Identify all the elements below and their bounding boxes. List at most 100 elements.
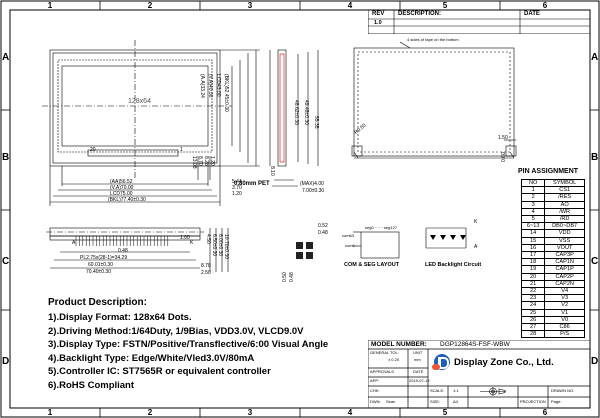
pin-symbol: C86 (544, 323, 585, 332)
com-seg-caption: COM & SEG LAYOUT (344, 262, 400, 268)
description-header: DESCRIPTION: (398, 11, 442, 17)
size-label: SIZE: (430, 399, 441, 404)
pin-symbol: CAP1P (544, 265, 585, 274)
dwn-label: DWN: (370, 399, 381, 404)
pin-no: 2 (520, 193, 546, 202)
general-tol-value: ± 0.20 (388, 357, 400, 362)
dim-right-3: 1.20 (232, 191, 242, 197)
dim-side-2: 49.48±0.30 (303, 100, 309, 125)
zone-col-6: 6 (542, 1, 548, 10)
pin-symbol: /RD (544, 215, 585, 224)
pin-symbol: V4 (544, 287, 585, 296)
pin-row: 5/RD (520, 215, 585, 224)
zone-row-b: B (2, 152, 10, 163)
description-line: 5).Controller IC: ST7565R or equivalent … (48, 366, 271, 377)
dim-side-3: 55.35 (313, 116, 319, 129)
pin-no: 28 (520, 330, 546, 339)
description-list: 1).Display Format: 128x64 Dots. 2).Drivi… (48, 311, 328, 392)
pin-no: 23 (520, 294, 546, 303)
model-number-value: DGP12864S-FSF-WBW (440, 341, 510, 348)
led-caption: LED Backlight Circuit (425, 262, 482, 268)
pin-no: 1 (520, 186, 546, 195)
dim-left-small-2: 8.70 (197, 156, 203, 166)
dim-right-2: 3.70 (232, 185, 242, 191)
date-label: DATE (413, 369, 424, 374)
zone-col-5: 5 (442, 1, 448, 10)
zone-col-3: 3 (247, 1, 253, 10)
front-view-drawing (42, 40, 260, 206)
zone-col-4-bottom: 4 (347, 408, 353, 417)
detail-view-drawing (351, 41, 517, 159)
pin-no: 4 (520, 207, 546, 217)
dim-thickness-tol: 7.00±0.30 (302, 188, 325, 194)
dim-aa-width: (AA)56.52 (110, 179, 133, 185)
dim-max-thickness: (MAX)4.00 (300, 181, 324, 187)
pin-symbol: V2 (544, 301, 585, 310)
pin-symbol: V1 (544, 308, 585, 317)
description-line: 3).Display Type: FSTN/Positive/Transflec… (48, 339, 329, 350)
zone-row-d: D (2, 356, 10, 367)
pin-no: 25 (520, 308, 546, 317)
revision-block: REV DESCRIPTION: DATE 1.0 (368, 10, 590, 34)
dim-fpc-height-2: 6.50±0.30 (211, 234, 217, 257)
pin-row: 4/WR (520, 207, 585, 217)
pin-assignment-title: PIN ASSIGNMENT (518, 168, 579, 175)
fpc-anode-label: A (72, 240, 76, 246)
dim-fpc-height-4: 10.70±0.30 (223, 234, 229, 259)
dim-aa-height: (A.A)33.24 (199, 74, 205, 98)
app-label: APP: (370, 378, 380, 383)
scale-value: 1:1 (453, 388, 459, 393)
pin-symbol: CAP2P (544, 272, 585, 281)
dim-va-width: (V.A)70.00 (110, 185, 134, 191)
pad-dim-1: 0.52 (318, 223, 328, 229)
zone-row-d-right: D (591, 356, 599, 367)
company-logo (432, 354, 450, 370)
pin-1-label: 1 (180, 147, 183, 153)
tape-note: 4 sides of tape on the bottom (407, 37, 459, 42)
pin-no: 20 (520, 272, 546, 281)
pin-header-symbol: SYMBOL (544, 178, 585, 188)
dim-side-small: 8.10 (269, 166, 275, 176)
dwn-value: Sean (386, 399, 396, 404)
zone-row-c: C (2, 256, 10, 267)
page-label: Page: (551, 399, 562, 404)
pin-row: 2/RES (520, 193, 585, 202)
fpc-cathode-label: K (190, 240, 194, 246)
pad-dim-3: 0.50 (282, 272, 288, 282)
rev-value: 1.0 (374, 20, 382, 26)
pin-symbol: V0 (544, 315, 585, 325)
pin-header-no: NO (520, 178, 546, 188)
dim-fpc-height-3: 8.00±0.30 (217, 234, 223, 257)
pad-view-drawing (296, 242, 313, 259)
zone-row-c-right: C (591, 256, 599, 267)
com63-label: com63 (342, 233, 355, 238)
pin-symbol: P/S (544, 330, 585, 339)
pin-symbol: CAP1N (544, 258, 585, 267)
description-line: 1).Display Format: 128x64 Dots. (48, 312, 192, 323)
date-header: DATE (524, 11, 540, 17)
dim-pin-width: 0.48 (118, 248, 128, 254)
led-a-label: A (474, 244, 478, 250)
zone-col-2: 2 (147, 1, 153, 10)
led-circuit-diagram (425, 227, 467, 249)
pin-symbol: /RES (544, 193, 585, 202)
pin-no: 24 (520, 301, 546, 310)
side-view-drawing (269, 49, 319, 187)
dim-fpc-total: 70.40±0.30 (86, 269, 111, 275)
pin-no: 21 (520, 279, 546, 289)
dim-fpc-small: 1.00 (180, 235, 190, 241)
dim-lcd-height: LCD43.00 (215, 74, 221, 97)
zone-col-5-bottom: 5 (442, 408, 448, 417)
seg-label: seg0 ······ seg127 (365, 225, 398, 230)
